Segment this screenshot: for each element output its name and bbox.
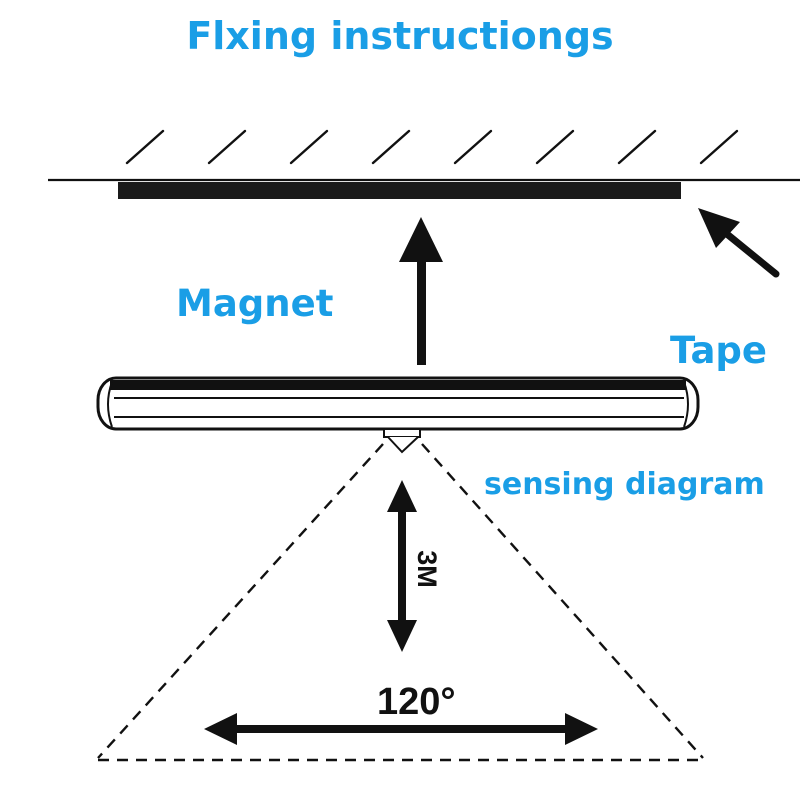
distance-arrow xyxy=(387,480,417,652)
light-bar xyxy=(96,376,700,431)
tape-strip xyxy=(118,182,681,199)
ceiling-hatching xyxy=(125,129,739,165)
mount-direction-arrow xyxy=(399,217,443,365)
sensing-diagram-label: sensing diagram xyxy=(484,467,765,502)
angle-label: 120° xyxy=(377,681,456,723)
page-title: Flxing instructiongs xyxy=(186,14,614,58)
tape-pointer-arrow xyxy=(698,208,780,278)
distance-label: 3M xyxy=(412,550,443,588)
tape-label: Tape xyxy=(670,329,768,372)
detection-cone xyxy=(97,443,704,762)
motion-sensor xyxy=(383,428,421,454)
angle-arrow xyxy=(204,713,598,745)
magnet-label: Magnet xyxy=(176,282,334,325)
